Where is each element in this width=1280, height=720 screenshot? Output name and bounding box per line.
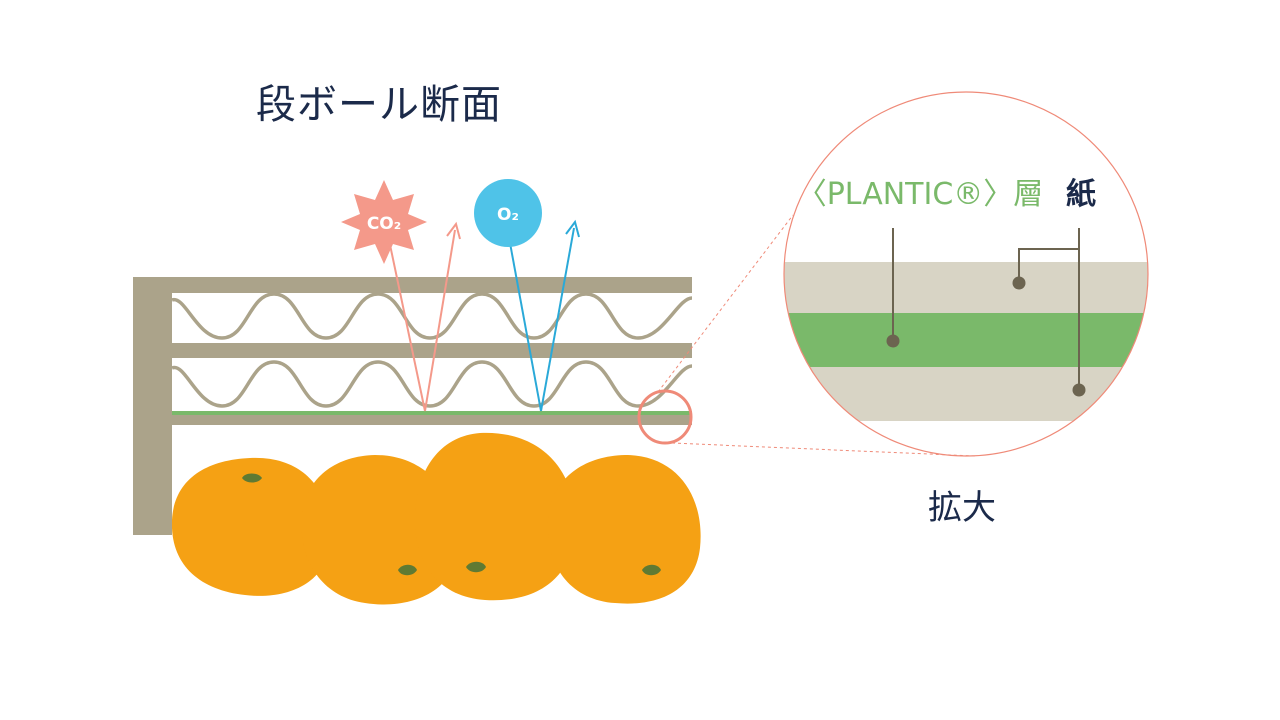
orange-4 bbox=[547, 455, 701, 604]
cardboard-cross-section bbox=[133, 277, 693, 535]
orange-stem-3 bbox=[466, 561, 486, 573]
page-title: 段ボール断面 bbox=[256, 82, 502, 128]
board-top-liner bbox=[133, 277, 692, 293]
o2-molecule: O₂ bbox=[474, 179, 542, 247]
board-bottom-liner bbox=[172, 412, 692, 425]
orange-3 bbox=[415, 432, 576, 601]
paper-leader-line bbox=[1018, 248, 1080, 390]
o2-circle-icon bbox=[474, 179, 542, 247]
flute-wave-upper bbox=[171, 292, 693, 340]
zoom-plantic-layer bbox=[784, 313, 1148, 367]
paper-label: 紙 bbox=[1066, 177, 1096, 212]
paper-leader-dot-top bbox=[1012, 276, 1026, 290]
o2-label: O₂ bbox=[497, 205, 519, 225]
co2-star-icon bbox=[341, 180, 427, 264]
plantic-layer bbox=[172, 411, 692, 415]
orange-stem-2 bbox=[398, 564, 417, 576]
plantic-layer-label: 〈PLANTIC®〉層 bbox=[797, 177, 1044, 212]
zoom-detail-circle bbox=[783, 91, 1149, 457]
zoom-label: 拡大 bbox=[928, 488, 996, 528]
flute-wave-lower bbox=[171, 360, 693, 408]
board-middle-liner bbox=[172, 343, 692, 358]
o2-reflection-arrows bbox=[509, 219, 580, 412]
o2-incoming-line bbox=[509, 242, 542, 412]
co2-incoming-line bbox=[388, 239, 426, 412]
o2-arrowhead bbox=[565, 219, 580, 238]
zoom-guide-bottom bbox=[671, 442, 976, 457]
co2-arrowhead bbox=[446, 221, 461, 240]
plantic-leader-dot bbox=[886, 334, 900, 348]
zoom-indicator bbox=[637, 214, 976, 457]
zoom-paper-layer-top bbox=[784, 262, 1148, 313]
zoom-detail: 〈PLANTIC®〉層 紙 bbox=[783, 91, 1149, 457]
co2-molecule: CO₂ bbox=[341, 180, 427, 264]
zoom-guide-top bbox=[657, 214, 794, 393]
co2-label: CO₂ bbox=[367, 214, 401, 234]
co2-reflection-arrows bbox=[388, 221, 461, 412]
orange-stem-1 bbox=[242, 473, 262, 483]
board-left-wall bbox=[133, 277, 172, 535]
paper-leader-dot-bottom bbox=[1072, 383, 1086, 397]
oranges bbox=[171, 432, 701, 605]
co2-reflected-line bbox=[424, 229, 456, 412]
orange-stem-4 bbox=[642, 564, 661, 576]
orange-1 bbox=[171, 457, 331, 596]
zoom-source-circle bbox=[637, 389, 693, 445]
o2-reflected-line bbox=[540, 227, 575, 412]
